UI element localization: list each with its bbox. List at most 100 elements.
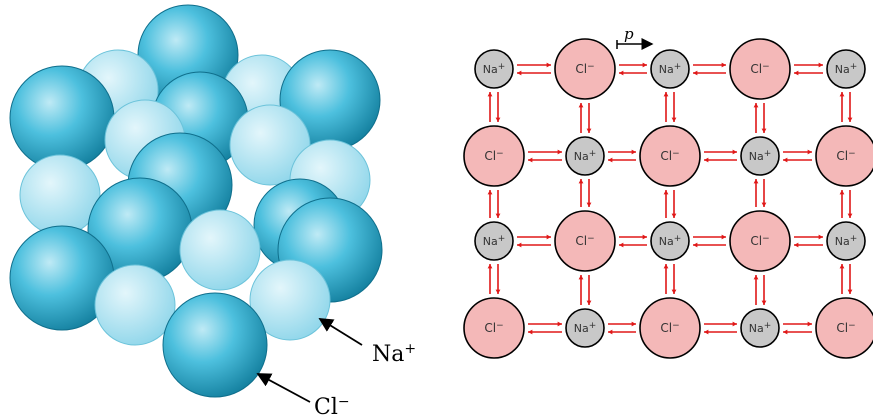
- na-ion: Na+: [650, 221, 690, 261]
- ion-symbol: Cl: [575, 62, 587, 76]
- force-arrow-head: [839, 92, 845, 97]
- force-arrow-head: [663, 190, 669, 195]
- ion-symbol: Na: [483, 235, 498, 248]
- na-ion-circle: [474, 49, 514, 89]
- force-arrow-head: [721, 62, 726, 68]
- force-arrow-head: [528, 329, 533, 335]
- ion-charge: +: [764, 321, 772, 331]
- ion-symbol: Cl: [836, 149, 848, 163]
- cl-ion-circle: [815, 125, 873, 187]
- force-arrow-head: [517, 70, 522, 76]
- force-arrow-head: [586, 300, 592, 305]
- ion-symbol: Na: [835, 235, 850, 248]
- force-arrow-head: [818, 62, 823, 68]
- force-arrow-head: [807, 149, 812, 155]
- ion-charge: +: [589, 321, 597, 331]
- force-arrow-head: [847, 117, 853, 122]
- cl-label-group: Cl−: [256, 373, 350, 419]
- ion-charge: −: [672, 149, 680, 159]
- force-arrow-head: [732, 149, 737, 155]
- na-ion: Na+: [565, 136, 605, 176]
- force-arrow-head: [807, 321, 812, 327]
- cl-ion-circle: [729, 38, 791, 100]
- na-ion-circle: [474, 221, 514, 261]
- ion-charge: +: [498, 234, 506, 244]
- na-ion-circle: [565, 308, 605, 348]
- na-sphere: [249, 259, 331, 341]
- cl-ion: Cl−: [639, 125, 701, 187]
- na-ion-circle: [740, 136, 780, 176]
- force-arrow-head: [631, 149, 636, 155]
- force-arrow-head: [671, 117, 677, 122]
- ion-charge: +: [674, 234, 682, 244]
- force-arrow-head: [783, 329, 788, 335]
- force-arrow-head: [586, 202, 592, 207]
- na-ion-label: Na+: [659, 234, 682, 248]
- na-ion: Na+: [565, 308, 605, 348]
- force-arrow-head: [495, 289, 501, 294]
- cl-ion-label: Cl−: [575, 234, 594, 248]
- force-arrow-head: [721, 234, 726, 240]
- cl-ion: Cl−: [554, 38, 616, 100]
- cl-ion: Cl−: [554, 210, 616, 272]
- crystal-model: [9, 4, 383, 398]
- force-arrow-head: [663, 92, 669, 97]
- force-arrow-head: [608, 157, 613, 163]
- force-arrow-head: [839, 264, 845, 269]
- cl-ion-circle: [639, 297, 701, 359]
- force-arrow-head: [818, 234, 823, 240]
- force-arrow-head: [847, 213, 853, 218]
- cl-ion-label: Cl−: [575, 62, 594, 76]
- force-arrow-head: [586, 128, 592, 133]
- cl-ion: Cl−: [463, 125, 525, 187]
- ion-symbol: Na: [483, 63, 498, 76]
- cl-ion-label: Cl−: [484, 321, 503, 335]
- ion-symbol: Na: [659, 235, 674, 248]
- force-arrow-head: [487, 190, 493, 195]
- cl-label: Cl−: [314, 394, 350, 419]
- lattice-ions: Na+Cl−Na+Cl−Na+Cl−Na+Cl−Na+Cl−Na+Cl−Na+C…: [463, 38, 873, 359]
- ion-symbol: Na: [835, 63, 850, 76]
- cl-pointer-arrow: [256, 373, 311, 403]
- na-ion: Na+: [740, 136, 780, 176]
- ion-charge: +: [850, 234, 858, 244]
- ion-symbol: Cl: [750, 234, 762, 248]
- force-arrow-head: [794, 70, 799, 76]
- na-ion: Na+: [474, 49, 514, 89]
- force-arrow-head: [619, 70, 624, 76]
- na-ion: Na+: [826, 221, 866, 261]
- force-arrow-head: [578, 103, 584, 108]
- cl-ion: Cl−: [729, 210, 791, 272]
- ion-charge: −: [672, 321, 680, 331]
- cl-ion: Cl−: [815, 125, 873, 187]
- force-arrow-head: [642, 234, 647, 240]
- na-label: Na+: [372, 341, 416, 367]
- ion-charge: −: [587, 62, 595, 72]
- na-ion-circle: [565, 136, 605, 176]
- force-arrow-head: [631, 321, 636, 327]
- ion-charge: +: [498, 62, 506, 72]
- force-arrow-head: [495, 213, 501, 218]
- force-arrow-head: [761, 128, 767, 133]
- force-arrow-head: [704, 329, 709, 335]
- ion-charge: +: [850, 62, 858, 72]
- cl-ion: Cl−: [463, 297, 525, 359]
- ion-charge: −: [762, 62, 770, 72]
- ion-symbol: Na: [574, 150, 589, 163]
- ion-charge: −: [496, 321, 504, 331]
- cl-ion-circle: [639, 125, 701, 187]
- cl-ion-label: Cl−: [750, 234, 769, 248]
- cl-ion-circle: [554, 210, 616, 272]
- force-arrow-head: [557, 321, 562, 327]
- cl-sphere: [9, 65, 115, 171]
- ion-charge: −: [496, 149, 504, 159]
- force-arrow-head: [693, 70, 698, 76]
- na-ion-label: Na+: [659, 62, 682, 76]
- force-arrow-head: [642, 62, 647, 68]
- na-ion-circle: [740, 308, 780, 348]
- force-arrow-head: [753, 275, 759, 280]
- force-arrow-head: [839, 190, 845, 195]
- na-label-group: Na+: [318, 318, 416, 367]
- na-ion-label: Na+: [574, 149, 597, 163]
- force-arrow-head: [487, 264, 493, 269]
